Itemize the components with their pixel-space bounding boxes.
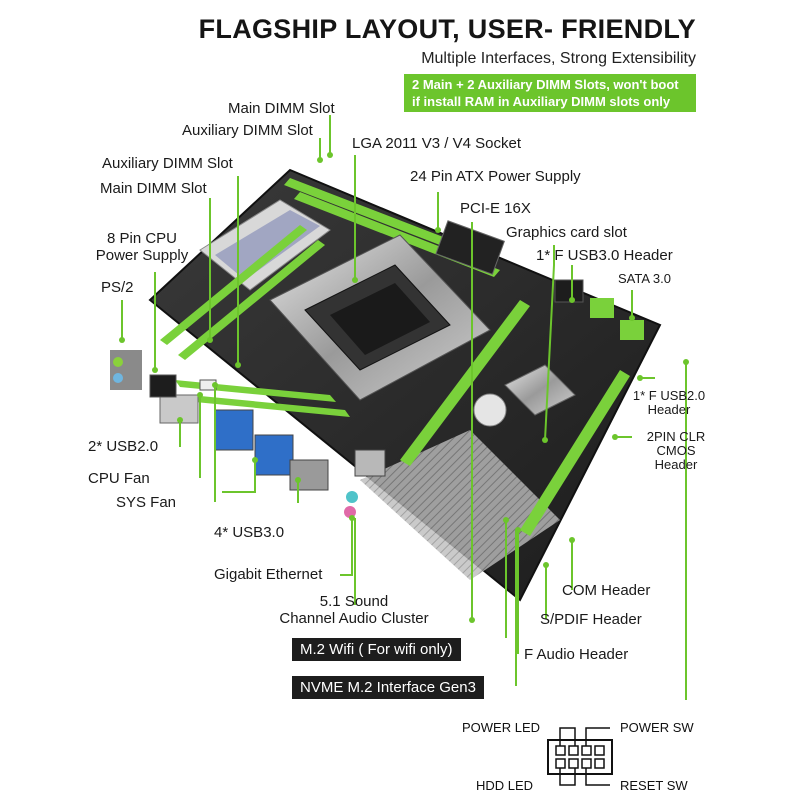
label-cpu-fan: CPU Fan <box>88 470 150 487</box>
label-ethernet: Gigabit Ethernet <box>214 566 323 583</box>
pcie-slots <box>400 300 630 536</box>
label-audio: 5.1 Sound Channel Audio Cluster <box>254 593 454 627</box>
label-com-header: COM Header <box>562 582 651 599</box>
label-nvme: NVME M.2 Interface Gen3 <box>292 676 484 699</box>
label-cpu-power-line2: Power Supply <box>95 247 189 264</box>
label-clr-cmos-line1: 2PIN CLR <box>646 429 706 444</box>
label-graphics-slot: Graphics card slot <box>506 224 627 241</box>
page-subtitle: Multiple Interfaces, Strong Extensibilit… <box>421 50 696 67</box>
label-pcie: PCI-E 16X <box>460 200 531 217</box>
label-usb2-header-line1: 1* F USB2.0 <box>632 388 706 403</box>
sata-port-1 <box>590 298 614 318</box>
label-lga-socket: LGA 2011 V3 / V4 Socket <box>352 135 521 152</box>
label-usb3-header: 1* F USB3.0 Header <box>536 247 673 264</box>
vrm-heatsink-2 <box>215 210 320 280</box>
pointer-lines <box>121 115 687 700</box>
cpu-socket <box>269 234 491 401</box>
label-clr-cmos: 2PIN CLR CMOS Header <box>636 430 716 472</box>
label-clr-cmos-line3: Header <box>654 457 698 472</box>
label-atx-power: 24 Pin ATX Power Supply <box>410 168 581 185</box>
label-usb2-header-line2: Header <box>647 402 691 417</box>
heatsink-plate <box>360 430 560 580</box>
label-usb3: 4* USB3.0 <box>214 524 285 541</box>
dimm-note-line1: 2 Main + 2 Auxiliary DIMM Slots, won't b… <box>412 77 679 92</box>
cpu-power-connector <box>149 374 177 398</box>
label-usb2-header: 1* F USB2.0 Header <box>624 389 714 417</box>
label-aux-dimm-top: Auxiliary DIMM Slot <box>182 122 313 139</box>
sata-port-2 <box>620 320 644 340</box>
dimm-note-banner: 2 Main + 2 Auxiliary DIMM Slots, won't b… <box>404 74 696 112</box>
dimm-note-line2: if install RAM in Auxiliary DIMM slots o… <box>412 94 671 109</box>
label-audio-line1: 5.1 Sound <box>319 593 389 610</box>
label-usb2: 2* USB2.0 <box>88 438 159 455</box>
label-main-dimm-top: Main DIMM Slot <box>228 100 335 117</box>
vrm-heatsink <box>199 199 331 291</box>
usb3-header-block <box>554 279 584 303</box>
page-title: FLAGSHIP LAYOUT, USER- FRIENDLY <box>198 14 696 44</box>
chipset-heatsink <box>504 364 576 416</box>
label-ps2: PS/2 <box>101 279 134 296</box>
label-audio-line2: Channel Audio Cluster <box>279 610 429 627</box>
label-cpu-power-line1: 8 Pin CPU <box>106 230 178 247</box>
front-panel-pin-diagram <box>547 727 613 786</box>
label-power-sw: POWER SW <box>620 720 694 735</box>
cmos-battery <box>473 393 507 427</box>
label-hdd-led: HDD LED <box>476 778 534 793</box>
label-power-led: POWER LED <box>462 720 541 735</box>
label-sys-fan: SYS Fan <box>116 494 177 511</box>
label-clr-cmos-line2: CMOS <box>656 443 696 458</box>
atx-connector <box>435 220 505 275</box>
label-m2-wifi: M.2 Wifi ( For wifi only) <box>292 638 461 661</box>
label-f-audio: F Audio Header <box>524 646 629 663</box>
label-aux-dimm-left: Auxiliary DIMM Slot <box>102 155 233 172</box>
label-reset-sw: RESET SW <box>620 778 688 793</box>
label-sata: SATA 3.0 <box>618 271 671 286</box>
pointer-dots <box>119 152 689 623</box>
label-cpu-power: 8 Pin CPU Power Supply <box>92 230 192 264</box>
label-spdif-header: S/PDIF Header <box>540 611 642 628</box>
label-main-dimm-left: Main DIMM Slot <box>100 180 207 197</box>
rear-io <box>110 350 386 518</box>
